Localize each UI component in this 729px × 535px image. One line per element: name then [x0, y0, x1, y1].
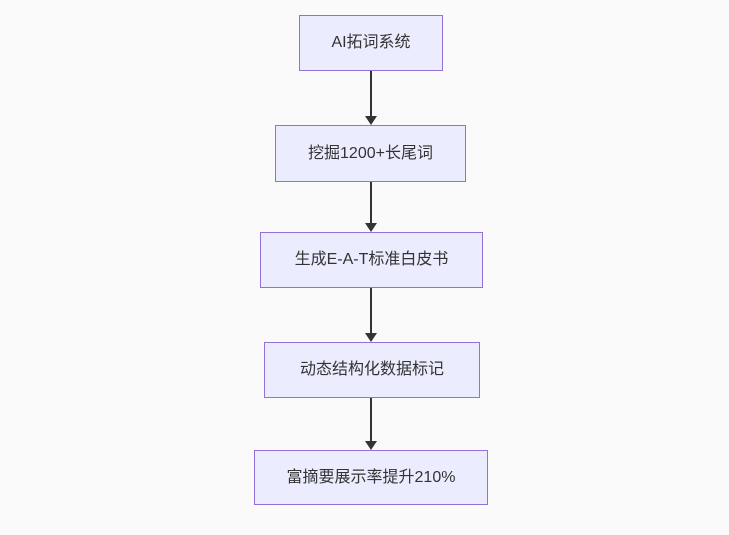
- arrowhead-down-icon: [365, 223, 377, 232]
- edge-connector: [370, 398, 372, 441]
- arrowhead-down-icon: [365, 441, 377, 450]
- edge-connector: [370, 288, 372, 333]
- edge-connector: [370, 71, 372, 116]
- node-label: 动态结构化数据标记: [299, 361, 444, 378]
- node-mine-longtail-keywords: 挖掘1200+长尾词: [275, 125, 466, 182]
- node-label: 富摘要展示率提升210%: [286, 468, 456, 486]
- node-rich-snippet-rate-increase: 富摘要展示率提升210%: [254, 450, 488, 505]
- node-dynamic-structured-data-markup: 动态结构化数据标记: [264, 342, 480, 398]
- arrowhead-down-icon: [365, 116, 377, 125]
- arrowhead-down-icon: [365, 333, 377, 342]
- node-label: AI拓词系统: [331, 34, 411, 51]
- node-ai-word-expansion-system: AI拓词系统: [299, 15, 443, 71]
- edge-connector: [370, 182, 372, 223]
- node-label: 挖掘1200+长尾词: [308, 144, 433, 162]
- node-generate-eat-whitepaper: 生成E-A-T标准白皮书: [260, 232, 483, 288]
- node-label: 生成E-A-T标准白皮书: [294, 251, 449, 268]
